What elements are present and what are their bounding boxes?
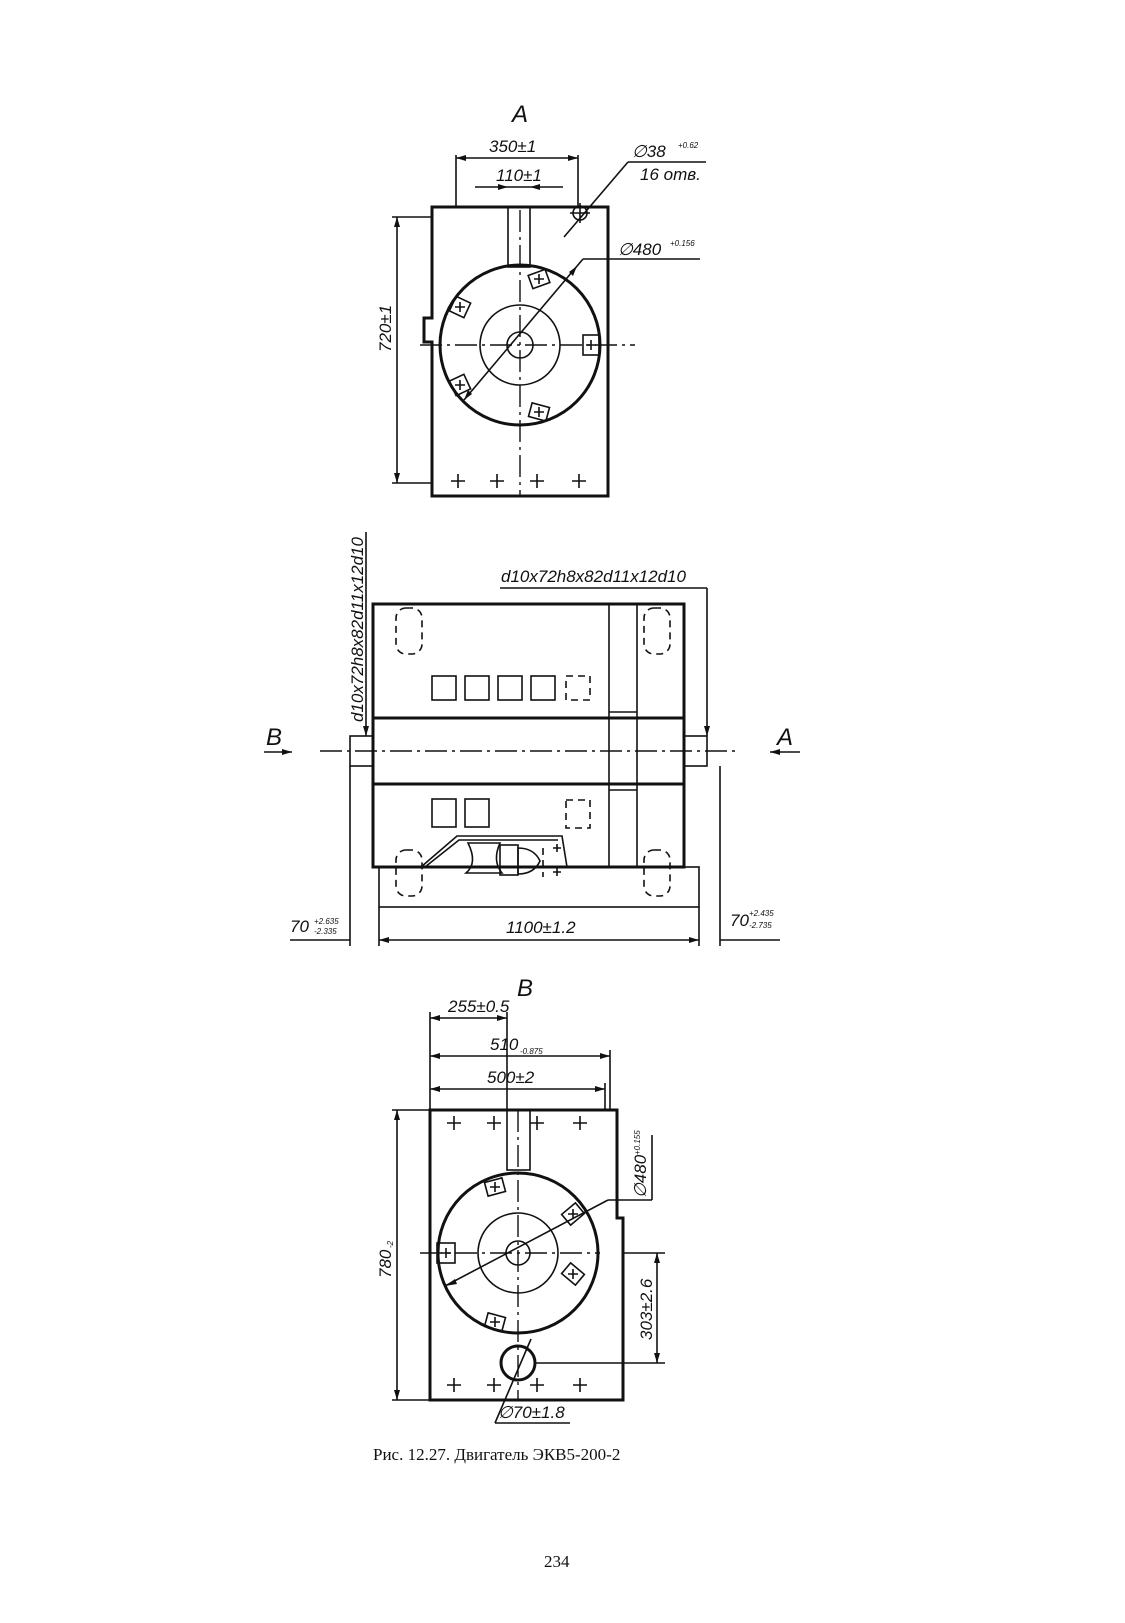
hole-count: 16 отв. [640, 165, 701, 184]
dim-1100: 1100±1.2 [506, 918, 576, 937]
figure-caption: Рис. 12.27. Двигатель ЭКВ5-200-2 [373, 1445, 620, 1464]
dim-left-low: -2.335 [314, 927, 337, 936]
bore-dia-b-tol: +0.155 [633, 1130, 642, 1155]
view-b: B [376, 975, 665, 1423]
dim-left-up: +2.635 [314, 917, 339, 926]
bore-dia-tol: +0.156 [670, 239, 695, 248]
dim-right-low: -2.735 [749, 921, 772, 930]
dim-500: 500±2 [487, 1068, 535, 1087]
hole-dia-b: ∅70±1.8 [498, 1403, 565, 1422]
page-number: 234 [544, 1552, 570, 1571]
dim-510-tol: -0.875 [520, 1047, 543, 1056]
dim-right-base: 70 [730, 911, 749, 930]
view-a-label: A [510, 101, 528, 128]
dim-510: 510 [490, 1035, 519, 1054]
dim-350: 350±1 [489, 137, 536, 156]
hole-dia: ∅38 [632, 142, 666, 161]
dim-780: 780 [376, 1249, 395, 1278]
dim-720: 720±1 [376, 305, 395, 352]
hole-dia-tol: +0.62 [678, 141, 699, 150]
spline-right: d10x72h8x82d11x12d10 [501, 567, 687, 586]
dim-110: 110±1 [496, 166, 542, 185]
dim-303: 303±2.6 [637, 1278, 656, 1340]
dim-right-up: +2.435 [749, 909, 774, 918]
view-a: A [376, 101, 706, 496]
dim-255: 255±0.5 [447, 997, 510, 1016]
bore-dia: ∅480 [618, 240, 662, 259]
view-side: d10x72h8x82d11x12d10 d10x72h8x82d11x12d1… [264, 532, 800, 946]
arrow-a-label: A [775, 724, 793, 751]
arrow-b-label: B [266, 724, 282, 751]
bore-dia-b: ∅480 [631, 1154, 650, 1198]
view-b-label: B [517, 975, 533, 1002]
dim-780-tol: -2 [386, 1240, 395, 1248]
dim-left-base: 70 [290, 917, 309, 936]
spline-left: d10x72h8x82d11x12d10 [348, 536, 367, 722]
